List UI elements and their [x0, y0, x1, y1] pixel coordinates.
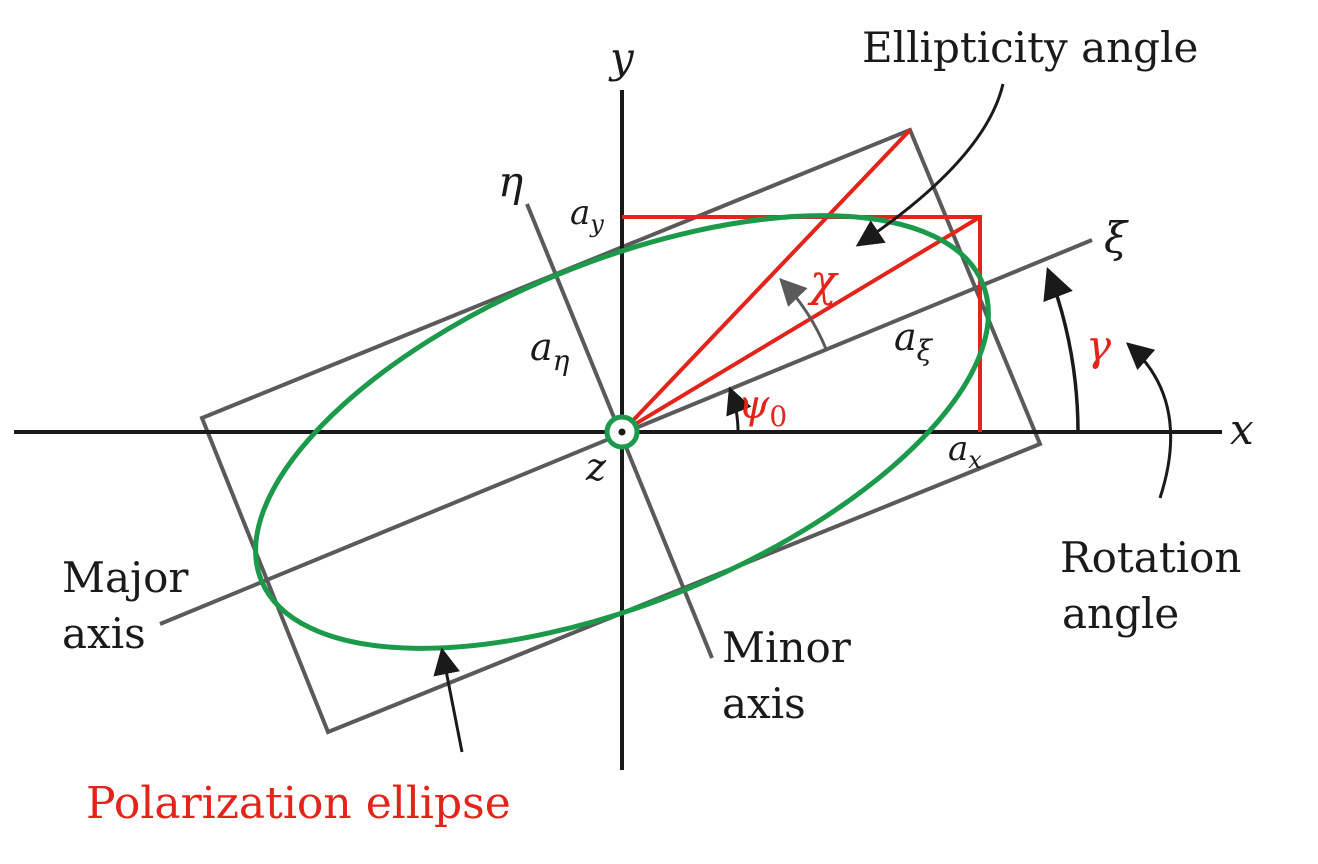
ellipticity-pointer: [855, 83, 1005, 247]
diagonal-to-corner: [620, 128, 912, 434]
diagonal-to-box-corner: [620, 215, 982, 434]
minor-axis-label-line1: Minor: [722, 623, 852, 672]
origin-dot: [618, 428, 626, 436]
psi-arc: [726, 386, 752, 433]
rotation-pointer: [1125, 342, 1173, 499]
rotation-angle-label-line1: Rotation: [1060, 533, 1241, 582]
a-y-label: ay: [570, 193, 604, 238]
a-xi-label: aξ: [894, 315, 934, 367]
a-eta-label: aη: [530, 325, 570, 377]
chi-arc: [779, 278, 828, 350]
a-x-label: ax: [948, 429, 982, 474]
polarization-ellipse-label: Polarization ellipse: [86, 778, 511, 829]
psi-label: ψ0: [738, 382, 787, 433]
bounding-rectangle: [199, 127, 1043, 735]
minor-axis-label-line2: axis: [722, 679, 806, 728]
y-axis-label: y: [608, 33, 635, 82]
ellipticity-angle-label: Ellipticity angle: [862, 23, 1198, 72]
ellipse-pointer: [433, 647, 464, 753]
gamma-arc: [1043, 267, 1080, 433]
rotation-angle-label-line2: angle: [1062, 589, 1179, 638]
chi-label: χ: [807, 256, 839, 307]
eta-axis-label: η: [498, 157, 523, 206]
gamma-label: γ: [1086, 321, 1112, 370]
ellipse-curve: [253, 213, 991, 651]
z-axis-label: z: [585, 445, 607, 489]
xi-axis-label: ξ: [1104, 213, 1129, 262]
x-axis-label: x: [1230, 405, 1254, 454]
major-axis-label-line2: axis: [62, 609, 146, 658]
major-axis-label-line1: Major: [62, 553, 189, 602]
